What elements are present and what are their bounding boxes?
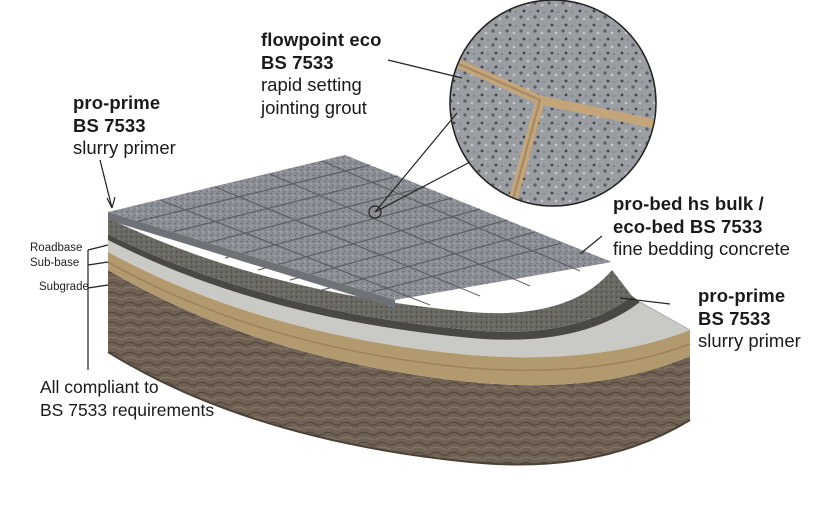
layer-label-roadbase: Roadbase bbox=[30, 242, 83, 254]
zoom-detail bbox=[450, 0, 656, 206]
compliance-note: All compliant to BS 7533 requirements bbox=[40, 376, 214, 422]
bedding-line-1: pro-bed hs bulk / bbox=[613, 193, 764, 214]
bedding-callout: pro-bed hs bulk / eco-bed BS 7533 fine b… bbox=[613, 193, 790, 261]
compliance-line-2: BS 7533 requirements bbox=[40, 399, 215, 420]
primer-right-callout: pro-prime BS 7533 slurry primer bbox=[698, 285, 801, 353]
layer-label-subbase: Sub-base bbox=[30, 257, 80, 269]
primer-right-name: pro-prime bbox=[698, 285, 786, 306]
primer-top-name: pro-prime bbox=[73, 92, 161, 113]
bedding-desc: fine bedding concrete bbox=[613, 238, 790, 260]
primer-top-desc: slurry primer bbox=[73, 137, 176, 159]
subgrade-layer bbox=[108, 270, 690, 465]
bedding-line-2: eco-bed BS 7533 bbox=[613, 215, 763, 237]
grout-name: flowpoint eco bbox=[261, 29, 382, 50]
layer-label-subgrade: Subgrade bbox=[39, 281, 89, 293]
primer-right-desc: slurry primer bbox=[698, 330, 801, 352]
primer-top-callout: pro-prime BS 7533 slurry primer bbox=[73, 92, 176, 160]
grout-standard: BS 7533 bbox=[261, 51, 334, 73]
compliance-line-1: All compliant to bbox=[40, 377, 159, 397]
grout-callout: flowpoint eco BS 7533 rapid setting join… bbox=[261, 29, 382, 119]
grout-desc-1: rapid setting bbox=[261, 74, 362, 96]
primer-top-standard: BS 7533 bbox=[73, 114, 146, 136]
bedding-layer bbox=[108, 218, 632, 332]
roadbase-layer bbox=[108, 240, 690, 358]
grout-desc-2: jointing grout bbox=[261, 96, 367, 118]
primer-right-standard: BS 7533 bbox=[698, 307, 771, 329]
paver-surface bbox=[108, 155, 612, 300]
